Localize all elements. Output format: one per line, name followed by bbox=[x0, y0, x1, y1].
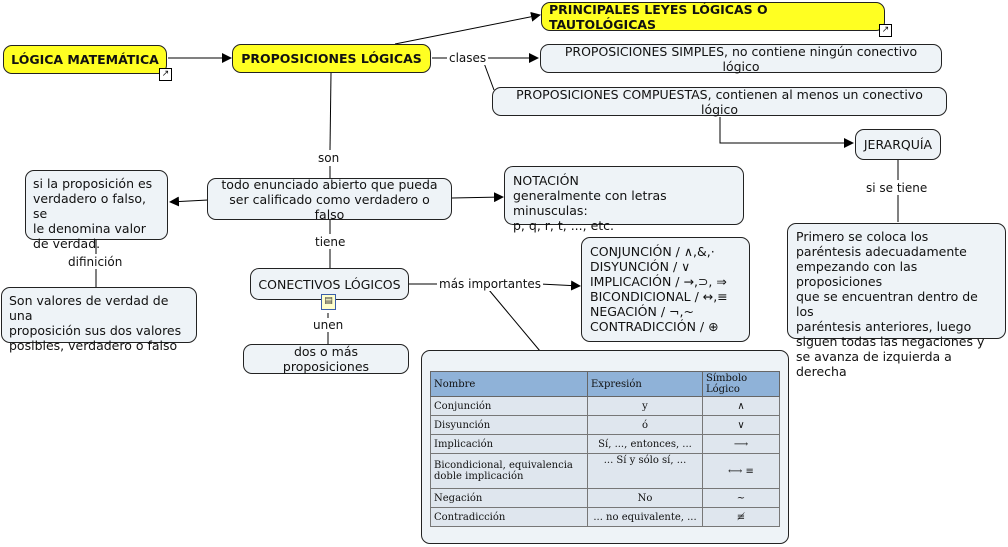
node-principales-leyes[interactable]: PRINCIPALES LEYES LÓGICAS O TAUTOLÓGICAS bbox=[541, 2, 885, 32]
label-definicion: difinición bbox=[66, 255, 125, 269]
node-dos-o-mas[interactable]: dos o más proposiciones bbox=[243, 344, 409, 374]
table-cell: ∨ bbox=[702, 415, 780, 435]
table-header: Expresión bbox=[587, 371, 703, 397]
table-row: Conjunción y ∧ bbox=[430, 396, 780, 416]
table-row: Negación No ~ bbox=[430, 488, 780, 508]
node-valores-definicion[interactable]: Son valores de verdad de una proposición… bbox=[1, 287, 197, 353]
label-tiene: tiene bbox=[313, 235, 348, 249]
table-cell: Disyunción bbox=[430, 415, 588, 435]
table-header: Símbolo Lógico bbox=[702, 371, 780, 397]
table-cell: Sí, ..., entonces, ... bbox=[587, 434, 703, 454]
table-header: Nombre bbox=[430, 371, 588, 397]
table-cell: Implicación bbox=[430, 434, 588, 454]
table-cell: Contradicción bbox=[430, 507, 588, 527]
node-proposiciones-logicas[interactable]: PROPOSICIONES LÓGICAS bbox=[232, 44, 431, 73]
conectivos-table: Nombre Expresión Símbolo Lógico Conjunci… bbox=[430, 371, 780, 527]
label-unen: unen bbox=[311, 318, 346, 332]
table-cell: ⟷ ≡ bbox=[702, 453, 780, 489]
table-row: Bicondicional, equivalencia doble implic… bbox=[430, 453, 780, 489]
node-logica-matematica[interactable]: LÓGICA MATEMÁTICA bbox=[3, 45, 167, 74]
node-lista-conectivos[interactable]: CONJUNCIÓN / ∧,&,· DISYUNCIÓN / ∨ IMPLIC… bbox=[581, 237, 750, 342]
node-jerarquia[interactable]: JERARQUÍA bbox=[855, 129, 941, 160]
table-row: Disyunción ó ∨ bbox=[430, 415, 780, 435]
table-cell: ... no equivalente, ... bbox=[587, 507, 703, 527]
node-notacion[interactable]: NOTACIÓN generalmente con letras minuscu… bbox=[504, 166, 744, 233]
node-tabla-imagen[interactable]: Nombre Expresión Símbolo Lógico Conjunci… bbox=[421, 350, 789, 544]
table-cell: ó bbox=[587, 415, 703, 435]
label-mas-importantes: más importantes bbox=[437, 277, 544, 291]
table-cell: ~ bbox=[702, 488, 780, 508]
table-cell: Bicondicional, equivalencia doble implic… bbox=[430, 453, 588, 489]
table-cell: Negación bbox=[430, 488, 588, 508]
label-si-se-tiene: si se tiene bbox=[864, 181, 930, 195]
node-valor-de-verdad[interactable]: si la proposición es verdadero o falso, … bbox=[25, 170, 168, 251]
link-icon[interactable]: ↗ bbox=[879, 24, 892, 37]
conectivos-table-image: Nombre Expresión Símbolo Lógico Conjunci… bbox=[430, 371, 780, 527]
label-clases: clases bbox=[447, 51, 489, 65]
table-cell: ≢ bbox=[702, 507, 780, 527]
table-cell: ⟶ bbox=[702, 434, 780, 454]
node-proposiciones-simples[interactable]: PROPOSICIONES SIMPLES, no contiene ningú… bbox=[540, 44, 942, 74]
table-cell: No bbox=[587, 488, 703, 508]
table-row: Contradicción ... no equivalente, ... ≢ bbox=[430, 507, 780, 527]
table-cell: Conjunción bbox=[430, 396, 588, 416]
node-enunciado[interactable]: todo enunciado abierto que pueda ser cal… bbox=[207, 177, 452, 222]
label-son: son bbox=[316, 151, 342, 165]
table-cell: ∧ bbox=[702, 396, 780, 416]
table-cell: y bbox=[587, 396, 703, 416]
node-proposiciones-compuestas[interactable]: PROPOSICIONES COMPUESTAS, contienen al m… bbox=[492, 87, 947, 117]
node-jerarquia-descripcion[interactable]: Primero se coloca los paréntesis adecuad… bbox=[787, 223, 1006, 379]
document-icon[interactable]: ▤ bbox=[321, 294, 336, 310]
table-row: Implicación Sí, ..., entonces, ... ⟶ bbox=[430, 434, 780, 454]
table-cell: ... Sí y sólo sí, ... bbox=[587, 453, 703, 489]
link-icon[interactable]: ↗ bbox=[159, 68, 172, 81]
